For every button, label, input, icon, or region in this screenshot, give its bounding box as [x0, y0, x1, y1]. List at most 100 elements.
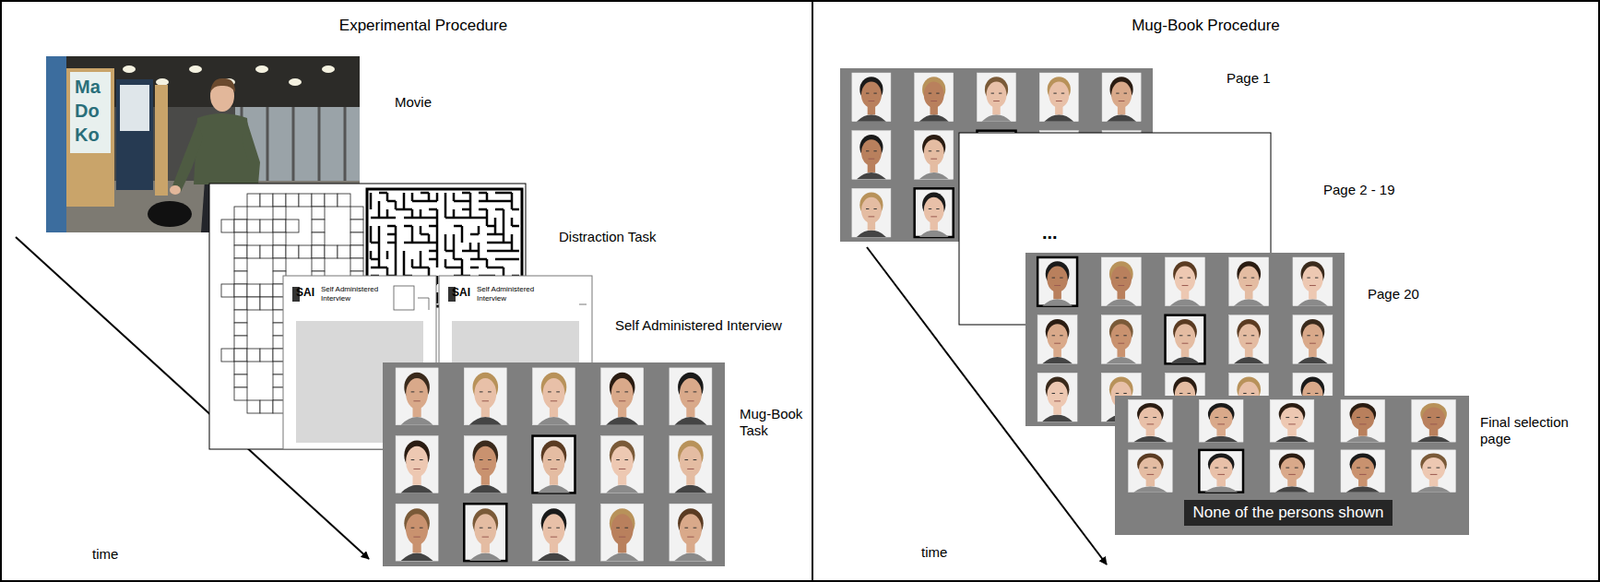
eye — [1223, 467, 1228, 469]
face-photo — [1037, 372, 1078, 422]
maze-wall — [495, 233, 504, 237]
maze-wall — [444, 234, 448, 243]
mouth — [550, 400, 558, 402]
face — [861, 139, 882, 166]
eye — [873, 150, 877, 152]
photo-frame — [1037, 315, 1078, 365]
maze-wall — [420, 233, 429, 237]
eye — [1243, 334, 1246, 336]
crossword-cell — [272, 206, 286, 220]
maze-wall — [444, 192, 448, 202]
maze-wall — [510, 217, 514, 226]
crossword-cell — [311, 232, 325, 246]
eye — [1251, 277, 1255, 279]
shoulders — [1417, 485, 1451, 492]
face — [1046, 381, 1067, 408]
maze-wall — [436, 242, 439, 251]
mouth — [1217, 423, 1225, 425]
maze-wall — [411, 234, 415, 243]
poster-text: Ko — [74, 123, 100, 146]
eye — [1365, 416, 1370, 418]
maze-wall — [452, 242, 456, 251]
photo-frame — [1292, 315, 1333, 365]
maze-wall — [477, 250, 481, 260]
face — [1174, 323, 1196, 350]
shoulders — [1346, 485, 1380, 492]
photo-frame — [1340, 399, 1386, 442]
face-photo — [852, 188, 891, 238]
maze-wall — [379, 216, 388, 220]
maze-wall — [469, 201, 473, 210]
step-label: Mug-Book Task — [739, 405, 810, 439]
shoulders — [1204, 436, 1238, 442]
crossword-cell — [247, 284, 261, 297]
maze-wall — [369, 192, 373, 202]
shoulders — [1297, 298, 1328, 306]
eye — [1053, 93, 1056, 95]
maze-wall — [394, 259, 398, 268]
shoulders — [1204, 485, 1238, 492]
face-photo — [852, 130, 891, 180]
mouth — [687, 536, 694, 538]
crossword-cell — [247, 245, 261, 259]
maze-wall — [428, 208, 438, 212]
crossword-cell — [234, 284, 248, 297]
shoulders — [919, 114, 949, 121]
shoulders — [1105, 356, 1137, 364]
shoulders — [856, 114, 887, 121]
crossword-cell — [311, 258, 325, 272]
form-icon — [417, 297, 429, 310]
eye — [487, 459, 492, 461]
photo-frame — [463, 367, 507, 426]
mouth — [1309, 284, 1316, 286]
maze-wall — [370, 266, 380, 270]
face — [1046, 323, 1067, 350]
eye — [1144, 416, 1149, 418]
mouth — [868, 215, 876, 217]
eye — [684, 391, 688, 392]
eye — [928, 150, 932, 152]
face — [543, 378, 566, 409]
eye — [547, 459, 552, 461]
shoulders — [856, 230, 887, 238]
face — [611, 378, 634, 409]
blue-pillar — [46, 56, 67, 233]
shoulders — [1275, 436, 1309, 442]
face — [924, 81, 945, 107]
shoulders — [401, 485, 434, 494]
panel-title: Experimental Procedure — [35, 16, 812, 36]
photo-frame — [1269, 450, 1315, 493]
mouth — [550, 536, 558, 538]
face — [474, 513, 497, 545]
eye — [928, 208, 932, 210]
maze-wall — [494, 217, 498, 226]
photo-frame — [1165, 315, 1206, 365]
shoulders — [1042, 414, 1073, 422]
maze-wall — [387, 216, 396, 220]
maze-wall — [403, 216, 413, 220]
photo-frame — [914, 188, 954, 238]
illustration-group — [46, 56, 1470, 567]
face-photo — [1229, 257, 1269, 307]
eye — [556, 391, 560, 392]
maze-wall — [470, 233, 479, 237]
maze-wall — [486, 200, 496, 203]
maze-wall — [419, 209, 423, 218]
maze-wall — [452, 209, 456, 218]
window-frame — [343, 106, 347, 181]
eye — [616, 459, 620, 461]
eye — [1052, 392, 1055, 394]
eye — [1124, 93, 1127, 95]
page-label: Page 20 — [1367, 285, 1420, 303]
eye — [991, 93, 995, 95]
photo-frame — [395, 503, 439, 561]
eye — [1215, 416, 1220, 418]
maze-wall — [402, 259, 406, 268]
step-label: Distraction Task — [558, 228, 657, 246]
mouth — [1054, 400, 1061, 402]
shoulders — [537, 485, 570, 494]
face-photo — [1102, 72, 1141, 122]
eye — [1123, 334, 1126, 336]
ceiling-light — [288, 78, 302, 86]
